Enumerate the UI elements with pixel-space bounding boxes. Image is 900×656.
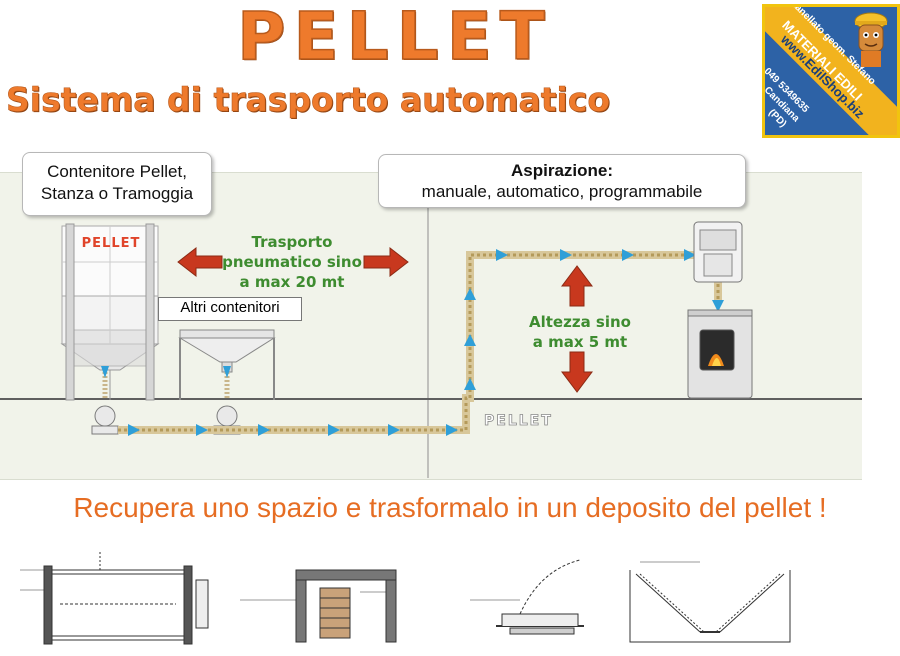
page-subtitle: Sistema di trasporto automatico	[6, 80, 611, 120]
worker-mascot-icon	[854, 12, 888, 67]
transport-diagram	[0, 172, 862, 478]
tank-label: PELLET	[81, 236, 141, 251]
tagline: Recupera uno spazio e trasformalo in un …	[73, 492, 827, 523]
aspirazione-callout: Aspirazione: manuale, automatico, progra…	[378, 154, 746, 208]
trasporto-label: Trasporto pneumatico sino a max 20 mt	[222, 233, 362, 291]
pellet-stove	[687, 309, 753, 399]
distance-arrow-left	[177, 246, 223, 278]
drawing-deposito-1	[20, 552, 209, 645]
vacuum-loader	[693, 221, 743, 283]
distance-arrow-right	[363, 246, 409, 278]
drawing-deposito-3	[470, 559, 584, 635]
aspirazione-modes: manuale, automatico, programmabile	[421, 182, 703, 201]
flow-arrows	[101, 249, 724, 436]
pipe-label: PELLET	[484, 413, 553, 430]
contenitore-callout: Contenitore Pellet, Stanza o Tramoggia	[22, 152, 212, 216]
drawing-deposito-2	[240, 569, 397, 643]
page-title: PELLET	[236, 0, 553, 76]
altri-contenitori-label: Altri contenitori	[158, 297, 302, 321]
pellet-tank	[60, 223, 160, 401]
edilshop-logo[interactable]: Zanellato geom. Stefano MATERIALI EDILI …	[762, 4, 900, 138]
altezza-label: Altezza sino a max 5 mt	[529, 313, 631, 351]
height-arrow-up	[561, 265, 593, 307]
drawing-deposito-4	[629, 561, 791, 643]
height-arrow-down	[561, 351, 593, 393]
aspirazione-title: Aspirazione:	[510, 161, 614, 180]
blower-unit-1	[91, 405, 119, 435]
technical-drawings	[20, 552, 791, 645]
